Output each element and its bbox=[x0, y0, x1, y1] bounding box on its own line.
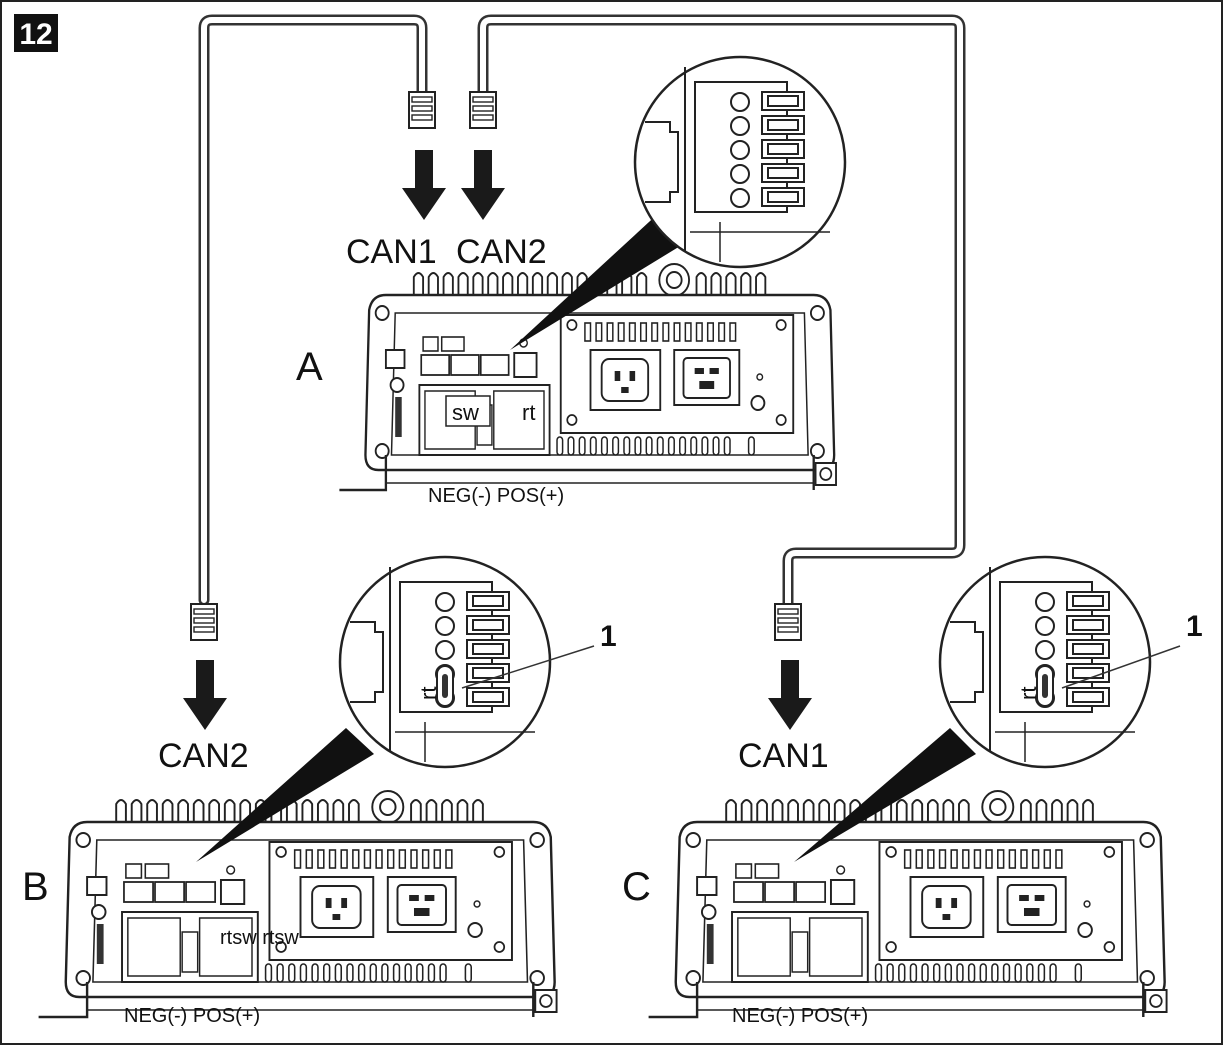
rj45-plug-can2-b bbox=[190, 603, 218, 641]
callout-pointer-b bbox=[196, 728, 374, 862]
label-sw-a: sw bbox=[452, 400, 479, 425]
terminals-b: NEG(-) POS(+) bbox=[124, 1005, 260, 1027]
figure-number-badge bbox=[14, 14, 58, 52]
label-rtsw-b: rtsw rtsw bbox=[220, 927, 299, 949]
arrow-down-can1-a bbox=[402, 150, 446, 220]
unit-letter-b: B bbox=[22, 865, 49, 909]
label-can2-top: CAN2 bbox=[456, 233, 547, 271]
magnifier-a bbox=[633, 55, 847, 269]
rj45-plug-can1-c bbox=[774, 603, 802, 641]
terminals-a: NEG(-) POS(+) bbox=[428, 485, 564, 507]
figure-number: 12 bbox=[19, 18, 52, 51]
cable-a-to-c bbox=[477, 14, 966, 610]
unit-letter-a: A bbox=[296, 345, 323, 389]
callout-pointer-a bbox=[510, 210, 690, 350]
arrow-down-can2-b bbox=[183, 660, 227, 730]
terminals-c: NEG(-) POS(+) bbox=[732, 1005, 868, 1027]
arrow-down-can1-c bbox=[768, 660, 812, 730]
switch-label-b: rt bbox=[416, 687, 441, 700]
leader-line-c bbox=[1061, 645, 1181, 689]
cable-a-to-b bbox=[198, 14, 428, 606]
arrow-down-can2-a bbox=[461, 150, 505, 220]
switch-label-c: rt bbox=[1016, 687, 1041, 700]
label-can2-b: CAN2 bbox=[158, 737, 249, 775]
rj45-plug-can2-a bbox=[469, 91, 497, 129]
label-can1-c: CAN1 bbox=[738, 737, 829, 775]
label-can1-top: CAN1 bbox=[346, 233, 437, 271]
rj45-plug-can1-a bbox=[408, 91, 436, 129]
callout-number-c: 1 bbox=[1186, 610, 1203, 643]
inverter-unit-c bbox=[647, 789, 1168, 1019]
callout-number-b: 1 bbox=[600, 620, 617, 653]
magnifier-b bbox=[338, 555, 552, 769]
inverter-unit-b bbox=[37, 789, 558, 1019]
unit-letter-c: C bbox=[622, 865, 651, 909]
callout-pointer-c bbox=[794, 728, 976, 862]
label-rt-a: rt bbox=[522, 400, 535, 425]
leader-line-b bbox=[461, 645, 595, 689]
magnifier-c bbox=[938, 555, 1152, 769]
